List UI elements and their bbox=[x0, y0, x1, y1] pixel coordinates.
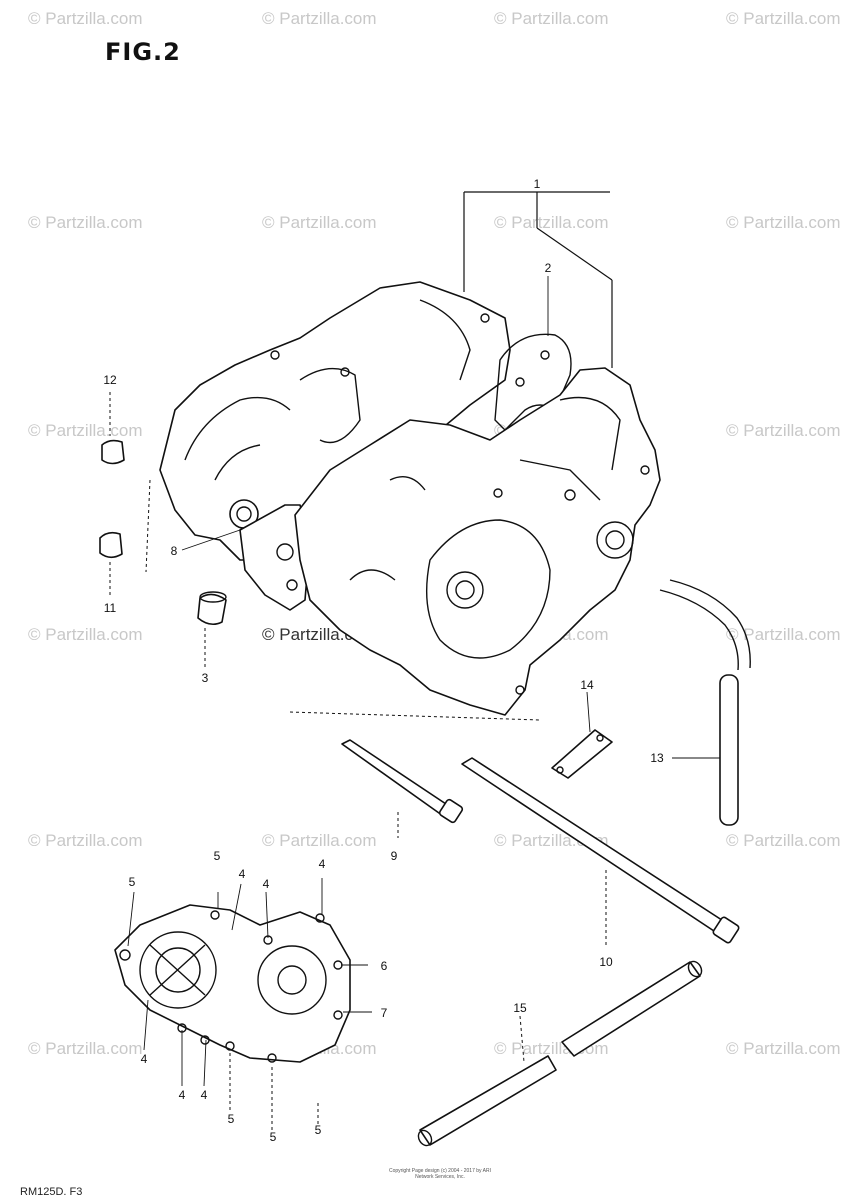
watermark: © Partzilla.com bbox=[262, 213, 377, 232]
callout-4: 4 bbox=[319, 857, 326, 871]
callout-4: 4 bbox=[201, 1088, 208, 1102]
callout-3: 3 bbox=[202, 671, 209, 685]
watermark: © Partzilla.com bbox=[494, 213, 609, 232]
watermark: © Partzilla.com bbox=[726, 625, 841, 644]
dowel-pin bbox=[197, 591, 227, 626]
callout-15: 15 bbox=[513, 1001, 527, 1015]
callout-12: 12 bbox=[103, 373, 117, 387]
callout-8: 8 bbox=[171, 544, 178, 558]
callout-5: 5 bbox=[270, 1130, 277, 1144]
crankcase-assembly bbox=[159, 281, 661, 716]
watermark: © Partzilla.com bbox=[726, 213, 841, 232]
watermark: © Partzilla.com bbox=[726, 9, 841, 28]
callout-4: 4 bbox=[141, 1052, 148, 1066]
callout-2: 2 bbox=[545, 261, 552, 275]
callout-10: 10 bbox=[599, 955, 613, 969]
watermark: © Partzilla.com bbox=[28, 9, 143, 28]
callout-5: 5 bbox=[129, 875, 136, 889]
oil-seal-11 bbox=[99, 531, 123, 559]
watermark: © Partzilla.com bbox=[726, 1039, 841, 1058]
callout-4: 4 bbox=[263, 877, 270, 891]
callout-labels: 1 2 3 4 4 4 4 4 4 5 5 5 5 5 6 7 8 9 10 1… bbox=[103, 177, 664, 1144]
watermark: © Partzilla.com bbox=[28, 213, 143, 232]
footer-code: RM125D. F3 bbox=[20, 1186, 83, 1198]
oil-seal-12 bbox=[101, 439, 125, 465]
gasket-panel bbox=[239, 504, 311, 611]
watermark: © Partzilla.com bbox=[494, 9, 609, 28]
pipe bbox=[417, 960, 703, 1147]
watermark: © Partzilla.com bbox=[262, 9, 377, 28]
crankcase-gasket bbox=[494, 333, 572, 431]
watermark: © Partzilla.com bbox=[28, 1039, 143, 1058]
callout-5: 5 bbox=[315, 1123, 322, 1137]
watermark: © Partzilla.com bbox=[726, 421, 841, 440]
watermark: © Partzilla.com bbox=[28, 421, 143, 440]
callout-4: 4 bbox=[239, 867, 246, 881]
figure-title: FIG.2 bbox=[105, 38, 181, 66]
callout-5: 5 bbox=[214, 849, 221, 863]
copyright-note: Copyright Page design (c) 2004 - 2017 by… bbox=[388, 1168, 491, 1180]
hose-clamp bbox=[551, 729, 613, 779]
callout-14: 14 bbox=[580, 678, 594, 692]
callout-4: 4 bbox=[179, 1088, 186, 1102]
callout-5: 5 bbox=[228, 1112, 235, 1126]
breather-hose bbox=[659, 579, 751, 826]
watermark: © Partzilla.com bbox=[28, 625, 143, 644]
callout-7: 7 bbox=[381, 1006, 388, 1020]
crankcase-cover bbox=[114, 904, 351, 1063]
watermark: © Partzilla.com bbox=[28, 831, 143, 850]
crankcase-right-half bbox=[294, 367, 661, 716]
callout-6: 6 bbox=[381, 959, 388, 973]
watermark: © Partzilla.com bbox=[726, 831, 841, 850]
hose-segment bbox=[719, 674, 739, 826]
callout-1: 1 bbox=[534, 177, 541, 191]
callout-11: 11 bbox=[104, 601, 117, 615]
crankcase-bolt-long bbox=[461, 757, 740, 944]
leader-lines bbox=[109, 191, 720, 1130]
crankcase-bolt-short bbox=[341, 739, 464, 824]
callout-9: 9 bbox=[391, 849, 398, 863]
callout-13: 13 bbox=[650, 751, 664, 765]
watermark: © Partzilla.com bbox=[262, 831, 377, 850]
